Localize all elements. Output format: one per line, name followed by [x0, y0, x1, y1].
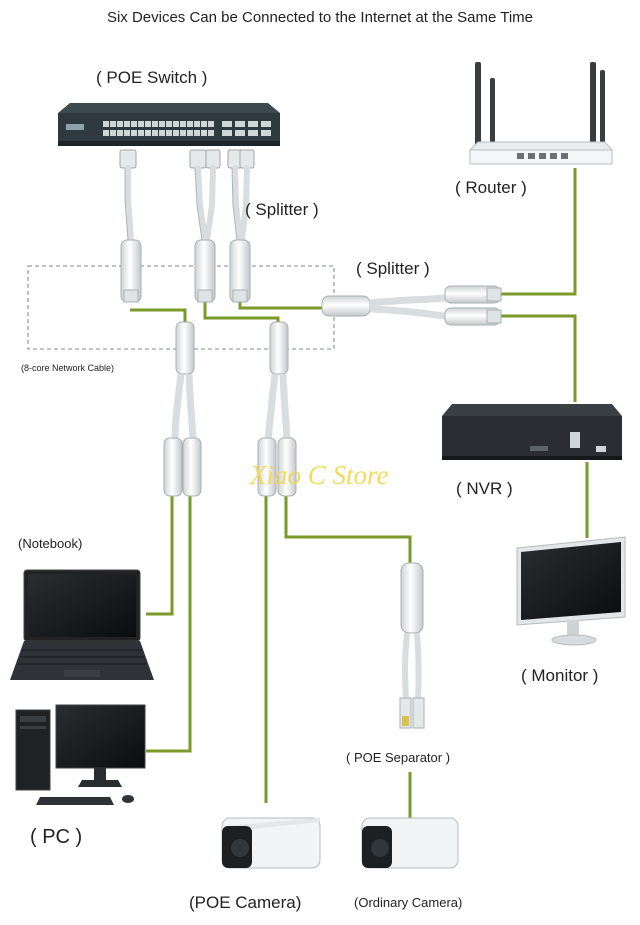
cable-to-pc — [146, 495, 192, 753]
label-poe-separator: ( POE Separator ) — [346, 750, 451, 765]
network-cables — [130, 168, 589, 818]
label-router: ( Router ) — [455, 178, 527, 197]
label-ordinary-camera: (Ordinary Camera) — [354, 895, 463, 910]
label-poe-switch: ( POE Switch ) — [96, 68, 208, 87]
cable-to-notebook — [146, 495, 174, 616]
middle-splitter-icon — [321, 285, 502, 326]
switch-patch-cables — [119, 149, 255, 243]
label-notebook: (Notebook) — [18, 536, 83, 551]
poe-camera-icon — [221, 817, 321, 869]
label-pc: ( PC ) — [30, 826, 83, 848]
label-monitor: ( Monitor ) — [521, 666, 599, 685]
nvr-icon — [442, 404, 622, 460]
label-network-cable: (8-core Network Cable) — [21, 363, 115, 373]
poe-separator-icon — [399, 562, 425, 729]
watermark: Xiao C Store — [250, 460, 389, 490]
pc-icon — [15, 704, 146, 805]
label-poe-camera: (POE Camera) — [189, 893, 302, 912]
poe-switch-icon — [58, 103, 280, 146]
ordinary-camera-icon — [361, 817, 459, 869]
label-splitter-top: ( Splitter ) — [245, 200, 319, 219]
cable-splitter-mid-left — [238, 300, 322, 310]
monitor-icon — [516, 536, 626, 646]
label-nvr: ( NVR ) — [456, 479, 513, 498]
device-splitter-icon — [163, 321, 297, 497]
top-splitter-icon — [120, 239, 251, 303]
diagram-title: Six Devices Can be Connected to the Inte… — [106, 9, 534, 26]
cable-switch-to-notebook-splitter — [130, 308, 187, 322]
cable-router-down — [500, 168, 577, 296]
router-icon — [468, 62, 614, 165]
cable-splitter-to-nvr — [500, 314, 577, 402]
cable-to-poe-separator — [284, 495, 412, 563]
cable-switch-to-camera-splitter — [203, 300, 280, 325]
label-splitter-middle: ( Splitter ) — [356, 259, 430, 278]
notebook-icon — [10, 569, 154, 680]
